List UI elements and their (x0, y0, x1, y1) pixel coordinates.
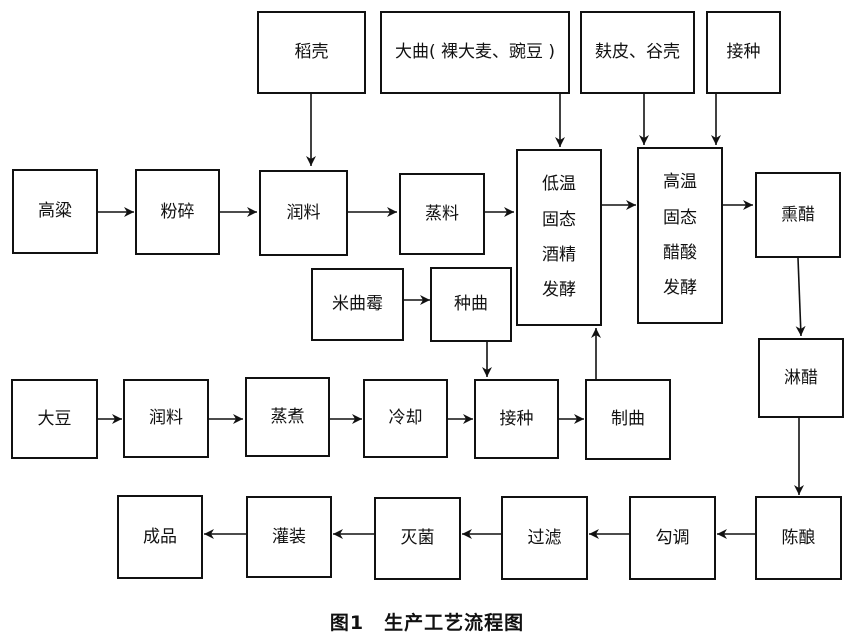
node-miejun: 灭菌 (374, 497, 461, 580)
node-miqumei: 米曲霉 (311, 268, 404, 341)
node-daoke: 稻壳 (257, 11, 366, 94)
node-zhengliao: 蒸料 (399, 173, 485, 255)
node-jiezhong-top: 接种 (706, 11, 781, 94)
node-runliao-2: 润料 (123, 379, 209, 458)
node-diwen-line-2: 固态 (542, 209, 576, 230)
node-zhiqu: 制曲 (585, 379, 671, 460)
node-diwen: 低温 固态 酒精 发酵 (516, 149, 602, 326)
node-daqu: 大曲( 裸大麦、豌豆 ) (380, 11, 570, 94)
node-goutiao: 勾调 (629, 496, 716, 580)
node-gaowen-line-4: 发酵 (663, 278, 697, 299)
node-diwen-line-1: 低温 (542, 174, 576, 195)
node-lincu: 淋醋 (758, 338, 844, 418)
node-fupi: 麸皮、谷壳 (580, 11, 695, 94)
node-gaowen-line-1: 高温 (663, 172, 697, 193)
node-runliao-1: 润料 (259, 170, 348, 256)
node-gaowen-line-2: 固态 (663, 207, 697, 228)
node-guanzhuang: 灌装 (246, 496, 332, 578)
node-gaoliang: 高粱 (12, 169, 98, 254)
node-diwen-line-4: 发酵 (542, 280, 576, 301)
arrow-xuncu-lincu (795, 257, 806, 337)
node-gaowen-line-3: 醋酸 (663, 243, 697, 264)
node-xuncu: 熏醋 (755, 172, 841, 258)
node-dadou: 大豆 (11, 379, 98, 459)
node-jiezhong-bottom: 接种 (474, 379, 559, 459)
node-diwen-line-3: 酒精 (542, 245, 576, 266)
node-guolv: 过滤 (501, 496, 588, 580)
figure-caption: 图1 生产工艺流程图 (329, 612, 525, 634)
node-zhengzhu: 蒸煮 (245, 377, 330, 457)
node-fensui: 粉碎 (135, 169, 220, 255)
node-lengque: 冷却 (363, 379, 448, 458)
node-chengpin: 成品 (117, 495, 203, 579)
node-zhongqu: 种曲 (430, 267, 512, 342)
node-gaowen: 高温 固态 醋酸 发酵 (637, 147, 723, 324)
node-chenniang: 陈酿 (755, 496, 842, 580)
